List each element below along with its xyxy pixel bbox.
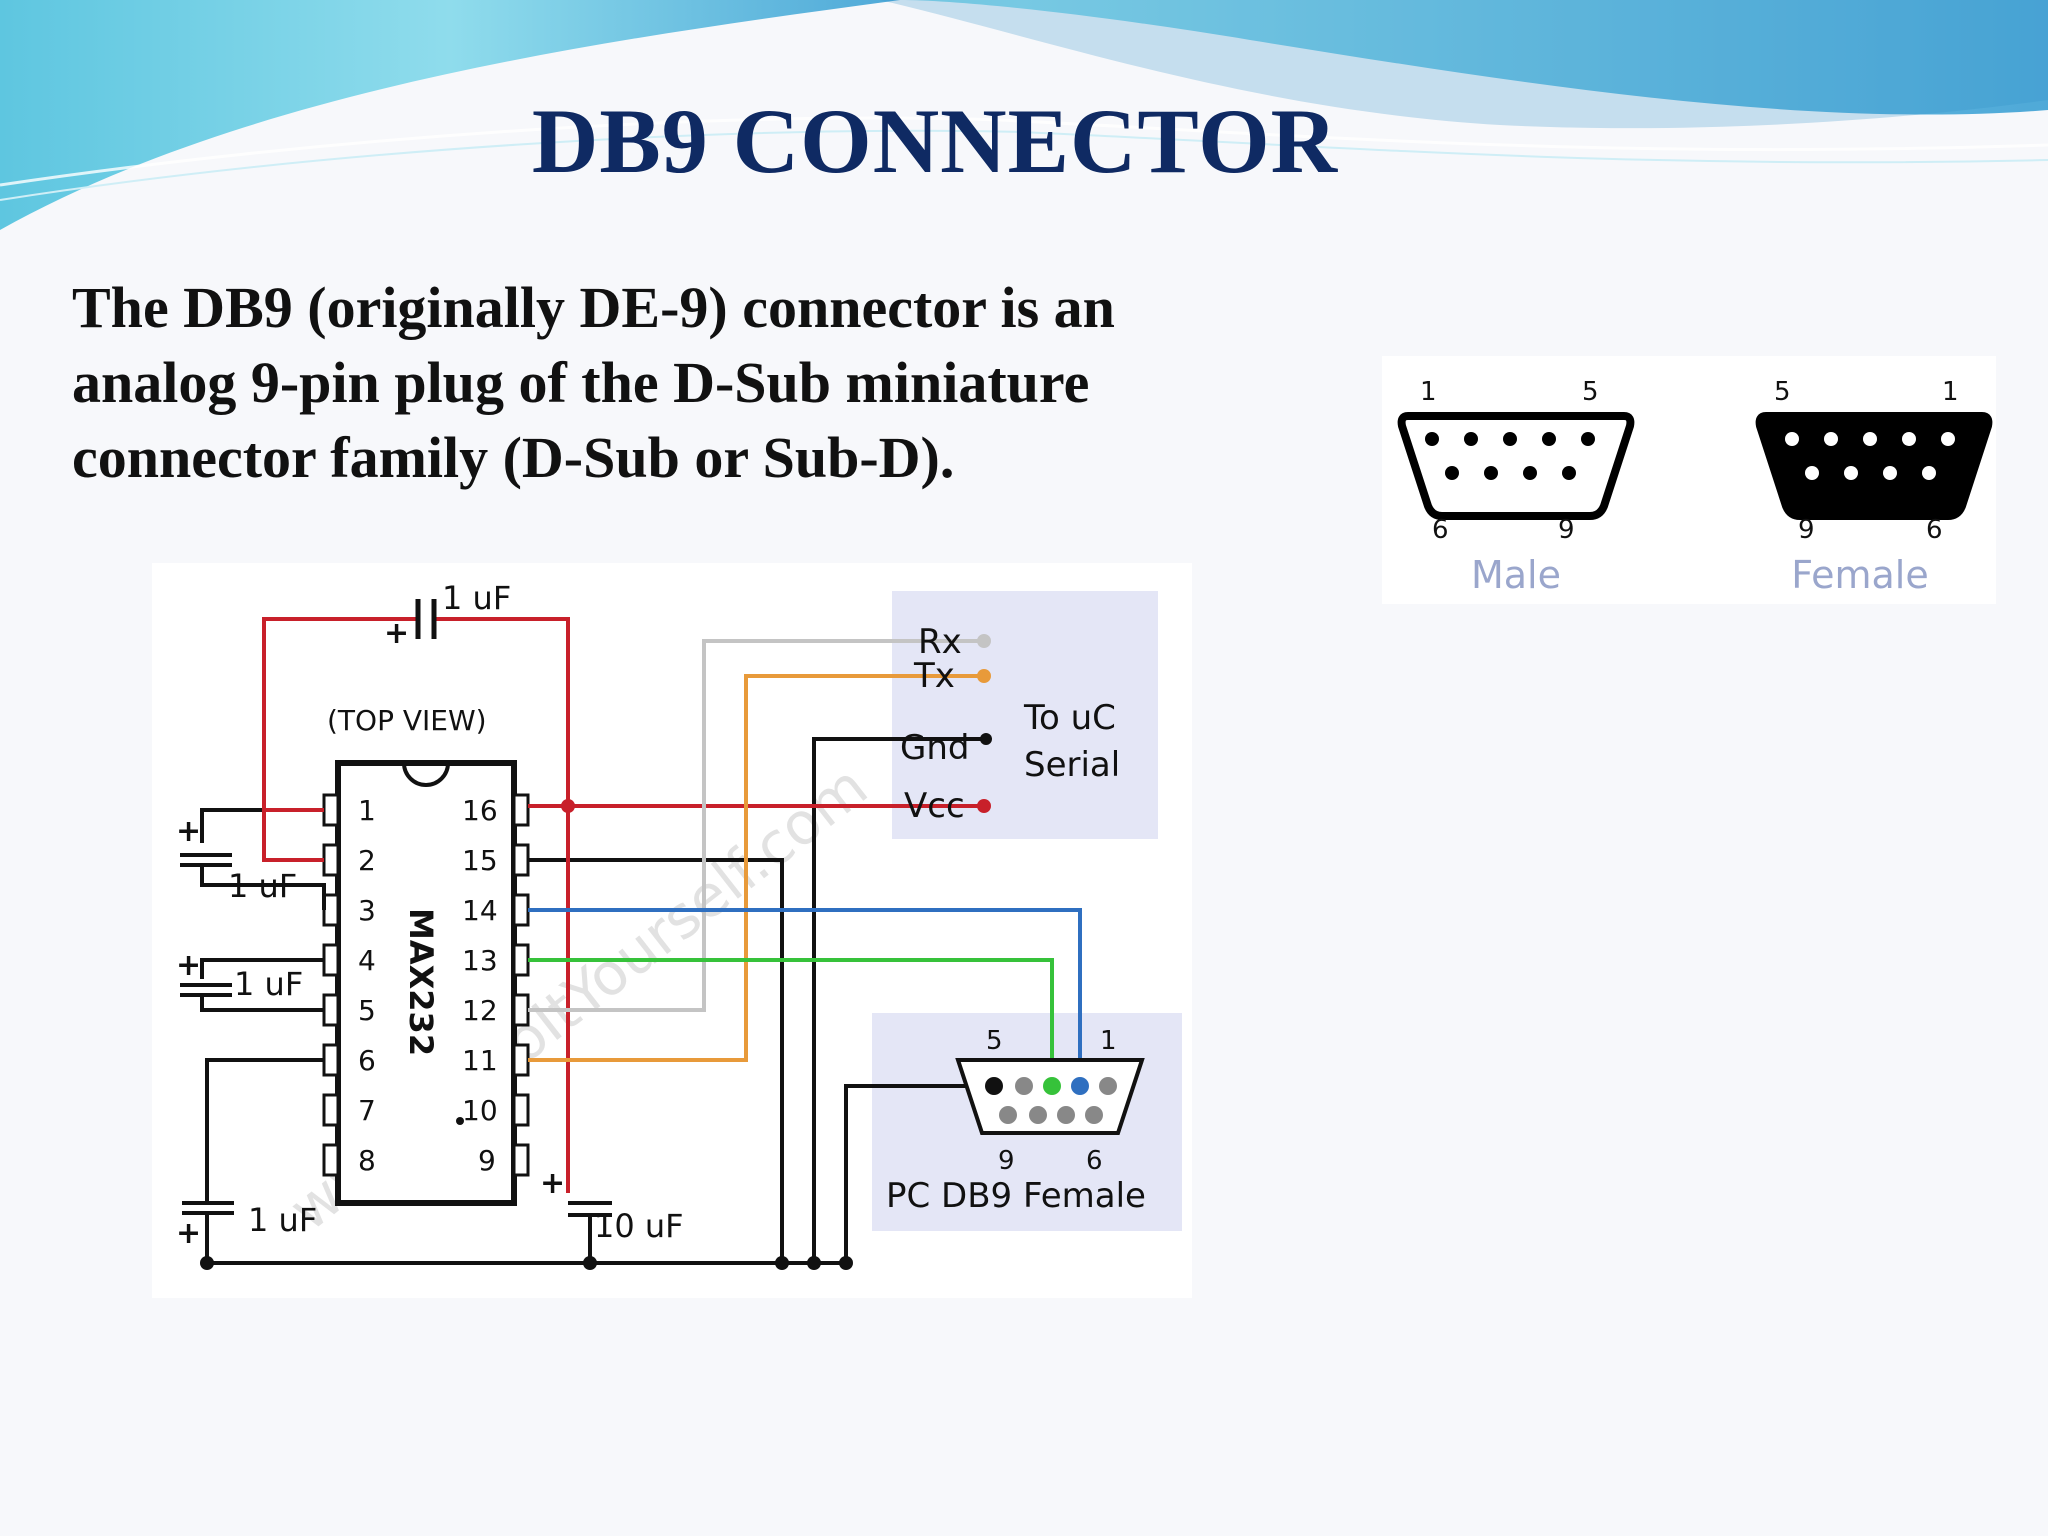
pin-label: 16 xyxy=(462,794,498,827)
chip-name: MAX232 xyxy=(402,908,440,1056)
male-pin-1-label: 1 xyxy=(1420,377,1437,407)
male-shell-outline xyxy=(1397,412,1635,520)
db9-connectors-figure: 1 5 6 9 Male 5 1 9 6 Female xyxy=(1382,356,1996,604)
pin-label: 1 xyxy=(358,794,376,827)
chip-dot xyxy=(456,1117,464,1125)
body-line: analog 9-pin plug of the D-Sub miniature xyxy=(72,350,1090,415)
female-pin-6-label: 6 xyxy=(1926,515,1943,545)
pin-label: 8 xyxy=(358,1144,376,1177)
body-line: The DB9 (originally DE-9) connector is a… xyxy=(72,275,1115,340)
uc-title-1: To uC xyxy=(1023,698,1116,738)
plus-sign: + xyxy=(176,948,201,983)
tx-label: Tx xyxy=(913,656,955,696)
pc-pin-1-label: 1 xyxy=(1100,1026,1117,1056)
rx-label: Rx xyxy=(918,622,962,662)
pin-label: 11 xyxy=(462,1044,498,1077)
slide-title: DB9 CONNECTOR xyxy=(531,90,1339,192)
pin-label: 10 xyxy=(462,1094,498,1127)
female-pin-5-label: 5 xyxy=(1774,377,1791,407)
pin-label: 15 xyxy=(462,844,498,877)
pin-label: 2 xyxy=(358,844,376,877)
female-pin-1-label: 1 xyxy=(1942,377,1959,407)
vcc-label: Vcc xyxy=(904,786,965,826)
pin-label: 3 xyxy=(358,894,376,927)
pin-label: 9 xyxy=(478,1144,496,1177)
pin-label: 12 xyxy=(462,994,498,1027)
header-wave xyxy=(0,0,2048,230)
cap-label: 1 uF xyxy=(234,965,303,1003)
male-label: Male xyxy=(1471,553,1561,597)
pc-pin-9-label: 9 xyxy=(998,1146,1015,1176)
pc-pin-5-label: 5 xyxy=(986,1026,1003,1056)
gnd-label: Gnd xyxy=(900,728,969,768)
slide-body-text: The DB9 (originally DE-9) connector is a… xyxy=(72,270,1312,495)
male-pin-6-label: 6 xyxy=(1432,515,1449,545)
female-connector: 5 1 9 6 Female xyxy=(1755,377,1993,597)
body-line: connector family (D-Sub or Sub-D). xyxy=(72,425,955,490)
female-label: Female xyxy=(1791,553,1928,597)
uc-title-2: Serial xyxy=(1024,745,1120,785)
pin-label: 14 xyxy=(462,894,498,927)
pc-pin-6-label: 6 xyxy=(1086,1146,1103,1176)
pin-label: 5 xyxy=(358,994,376,1027)
max232-schematic: www.SeDoItYourself.com MAX232 (TOP VIEW)… xyxy=(152,563,1192,1298)
male-pin-5-label: 5 xyxy=(1582,377,1599,407)
cap-label: 1 uF xyxy=(248,1201,317,1239)
plus-sign: + xyxy=(384,616,409,651)
female-shell xyxy=(1755,412,1993,520)
max232-chip xyxy=(335,760,517,1206)
pin-label: 6 xyxy=(358,1044,376,1077)
pin-label: 4 xyxy=(358,944,376,977)
top-view-label: (TOP VIEW) xyxy=(327,704,487,737)
female-pin-9-label: 9 xyxy=(1798,515,1815,545)
plus-sign: + xyxy=(176,814,201,849)
pin-label: 13 xyxy=(462,944,498,977)
plus-sign: + xyxy=(540,1166,565,1201)
cap-label: 1 uF xyxy=(442,579,511,617)
uc-serial-box xyxy=(892,591,1158,839)
pc-db9-label: PC DB9 Female xyxy=(886,1176,1146,1216)
chip-notch xyxy=(402,762,450,787)
cap-label: 1 uF xyxy=(228,867,297,905)
pin-label: 7 xyxy=(358,1094,376,1127)
male-connector: 1 5 6 9 Male xyxy=(1397,377,1635,597)
cap-label: 10 uF xyxy=(594,1207,684,1245)
male-pin-9-label: 9 xyxy=(1558,515,1575,545)
plus-sign: + xyxy=(176,1216,201,1251)
